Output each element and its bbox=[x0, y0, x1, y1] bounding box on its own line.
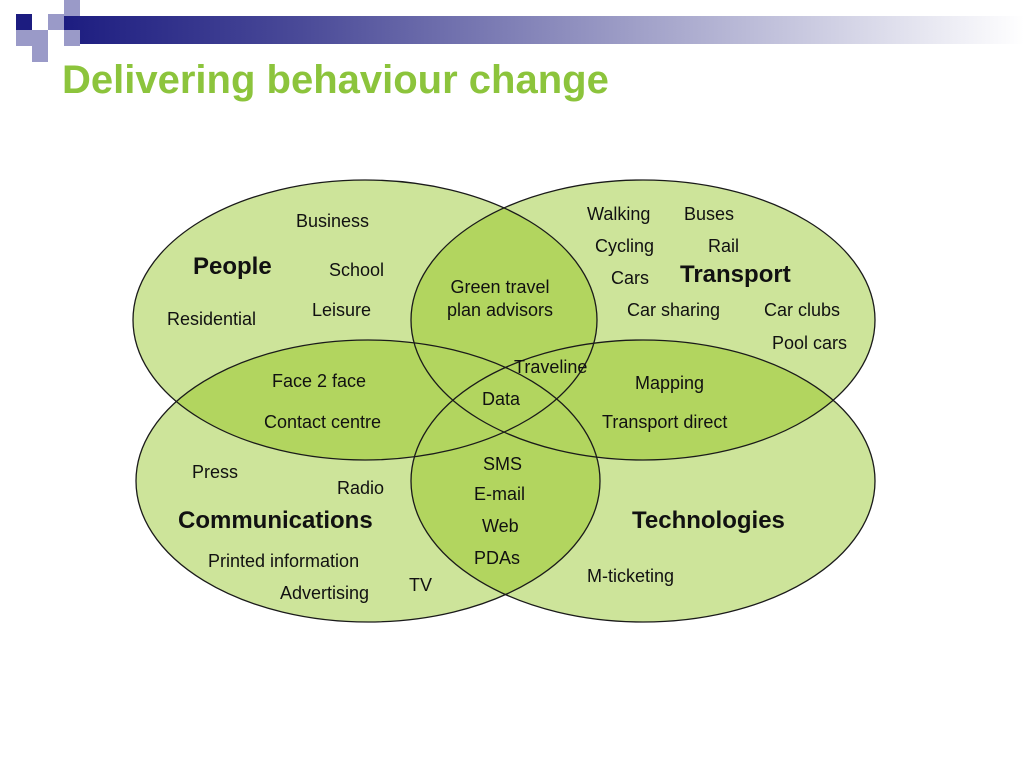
technologies-outline bbox=[410, 339, 876, 623]
overlap-face-2-face: Face 2 face bbox=[272, 371, 367, 391]
transport-heading: Transport bbox=[680, 261, 791, 288]
deco-square bbox=[64, 30, 80, 46]
header-decoration bbox=[0, 0, 1024, 62]
people-heading: People bbox=[193, 253, 272, 280]
overlap-traveline: Traveline bbox=[514, 357, 588, 377]
people-item-leisure: Leisure bbox=[312, 300, 372, 320]
transport-item-car-sharing: Car sharing bbox=[627, 300, 721, 320]
communications-item-tv: TV bbox=[409, 575, 433, 595]
communications-item-press: Press bbox=[192, 462, 239, 482]
communications-item-radio: Radio bbox=[337, 478, 385, 498]
communications-item-printed-information: Printed information bbox=[208, 551, 360, 571]
transport-item-cycling: Cycling bbox=[595, 236, 655, 256]
communications-technologies-overlap bbox=[411, 340, 600, 622]
technologies-item-m-ticketing: M-ticketing bbox=[587, 566, 675, 586]
technologies-heading: Technologies bbox=[632, 507, 785, 534]
communications-outline bbox=[135, 339, 601, 623]
slide-title: Delivering behaviour change bbox=[62, 58, 609, 102]
transport-item-walking: Walking bbox=[587, 204, 651, 224]
overlap-sms: SMS bbox=[483, 454, 523, 474]
deco-square bbox=[32, 14, 48, 30]
deco-square bbox=[16, 30, 32, 46]
deco-square bbox=[64, 0, 80, 16]
people-outline bbox=[132, 179, 598, 461]
transport-item-car-clubs: Car clubs bbox=[764, 300, 841, 320]
communications-item-advertising: Advertising bbox=[280, 583, 370, 603]
transport-item-buses: Buses bbox=[684, 204, 735, 224]
people-item-school: School bbox=[329, 260, 385, 280]
deco-square bbox=[16, 14, 32, 30]
overlap-contact-centre: Contact centre bbox=[264, 412, 382, 432]
transport-item-rail: Rail bbox=[708, 236, 740, 256]
transport-item-pool-cars: Pool cars bbox=[772, 333, 848, 353]
header-gradient-bar bbox=[60, 16, 1024, 44]
overlap-e-mail: E-mail bbox=[474, 484, 526, 504]
transport-item-cars: Cars bbox=[611, 268, 650, 288]
deco-square bbox=[32, 46, 48, 62]
transport-outline bbox=[410, 179, 876, 461]
overlap-web: Web bbox=[482, 516, 519, 536]
centre-item-data: Data bbox=[482, 389, 521, 409]
overlap-transport-direct: Transport direct bbox=[602, 412, 728, 432]
overlap-pdas: PDAs bbox=[474, 548, 521, 568]
deco-square bbox=[48, 14, 64, 30]
overlap-mapping: Mapping bbox=[635, 373, 705, 393]
overlap-green-travel-plan-advisors: Green travel plan advisors bbox=[446, 277, 554, 320]
people-item-residential: Residential bbox=[167, 309, 257, 329]
deco-square bbox=[48, 30, 64, 46]
deco-square bbox=[32, 30, 48, 46]
people-item-business: Business bbox=[296, 211, 370, 231]
communications-heading: Communications bbox=[178, 507, 373, 534]
